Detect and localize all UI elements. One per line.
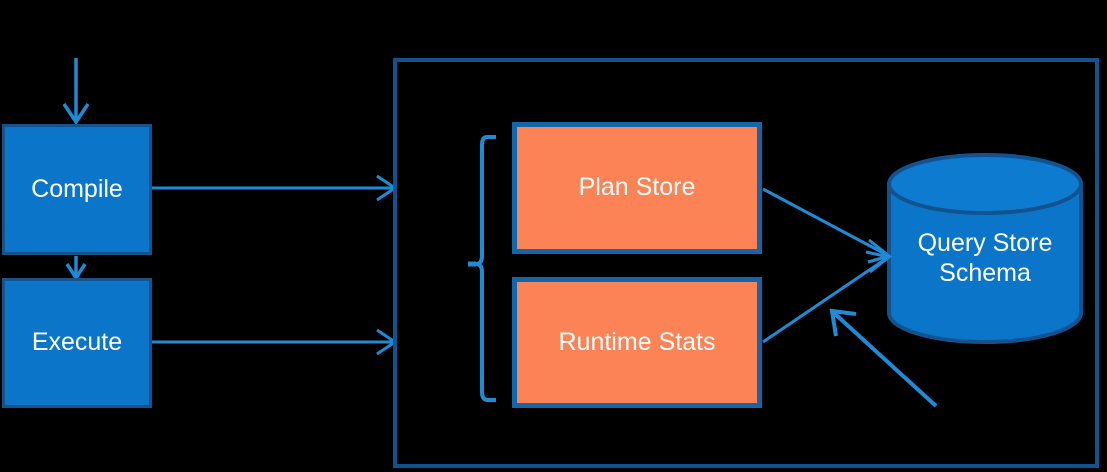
query-store-group-bracket [468,135,496,402]
node-execute-label: Execute [31,328,123,357]
input-to-compile-arrow [62,58,90,126]
node-compile-label: Compile [31,174,123,203]
node-execute[interactable]: Execute [2,278,152,408]
external-to-schema-arrow [829,308,938,408]
query-store-boundary [393,58,1099,468]
node-plan-store-label: Plan Store [578,173,696,202]
compile-to-execute-arrow [65,256,87,282]
runtime-stats-to-schema-arrow [762,250,893,344]
node-runtime-stats[interactable]: Runtime Stats [512,277,762,408]
node-compile[interactable]: Compile [2,124,152,255]
compile-to-boundary-arrow [152,174,398,202]
node-plan-store[interactable]: Plan Store [512,122,762,254]
query-store-schema-cylinder[interactable] [887,153,1083,344]
node-runtime-stats-label: Runtime Stats [558,327,716,356]
execute-to-boundary-arrow [152,328,398,356]
